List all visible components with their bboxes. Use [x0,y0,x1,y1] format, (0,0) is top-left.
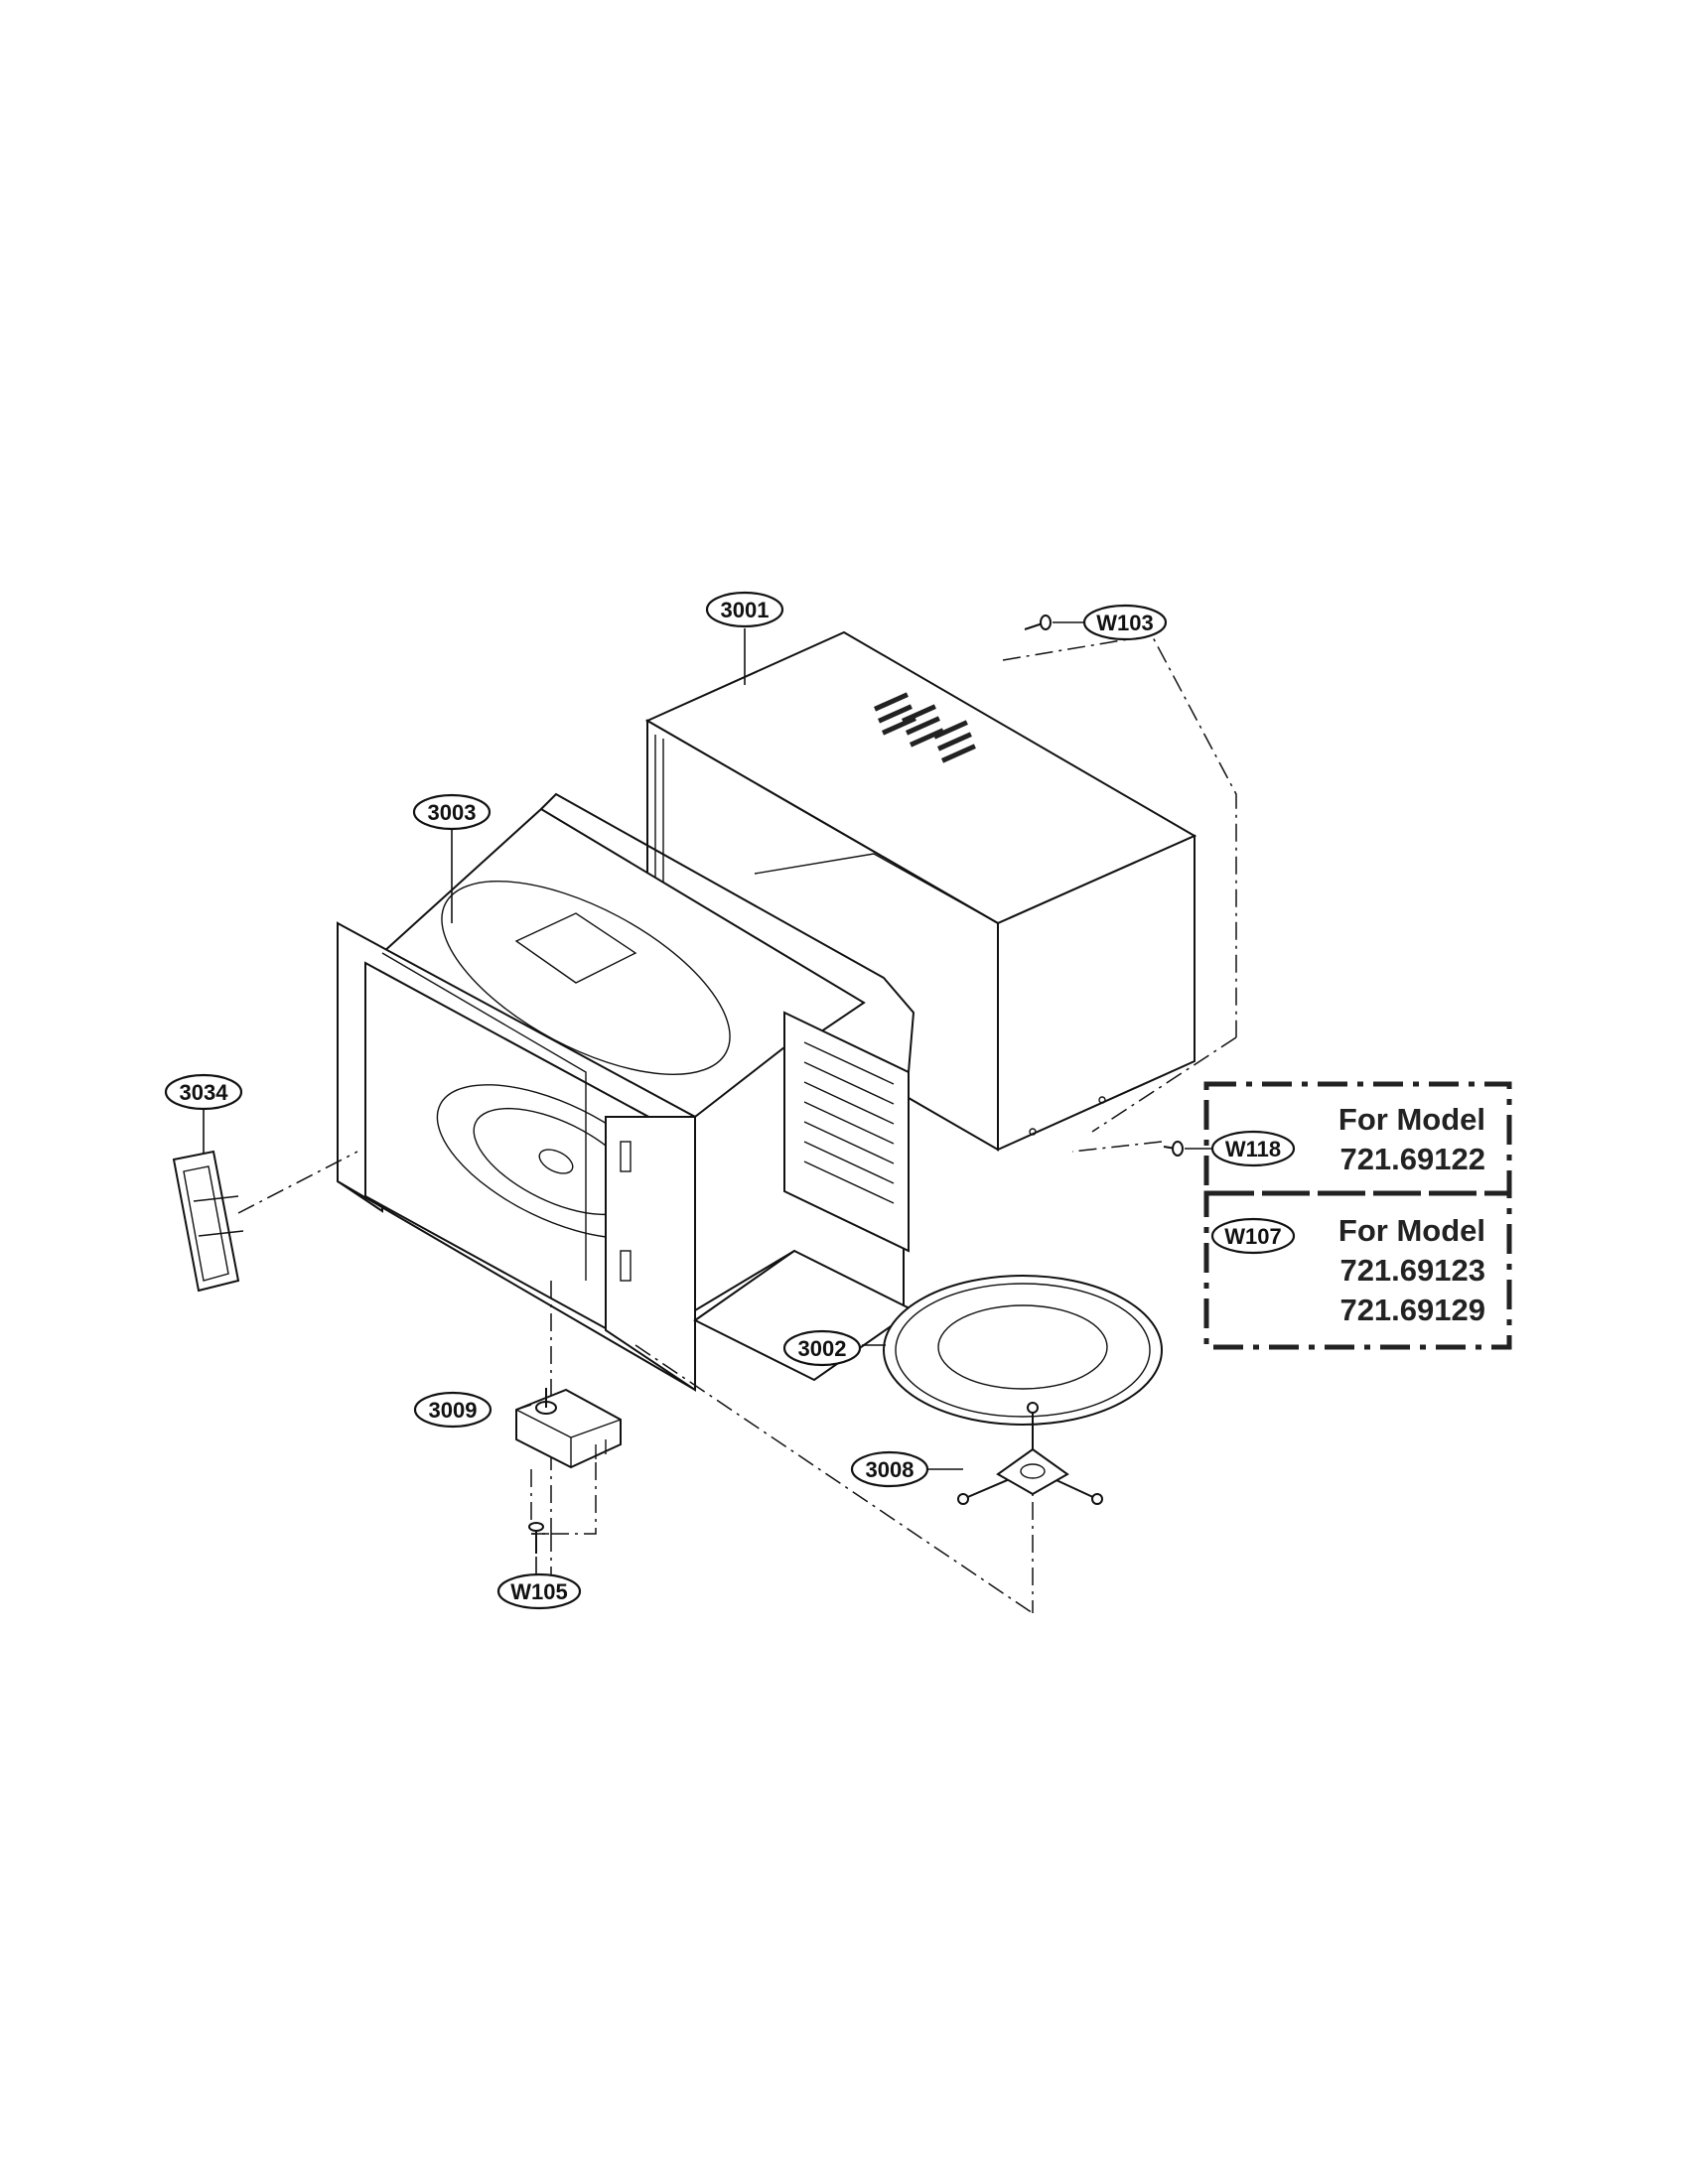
callout-3001: 3001 [705,591,784,628]
svg-text:W105: W105 [510,1579,567,1604]
screw-w105 [528,1522,544,1554]
callout-w105: W105 [496,1572,582,1610]
callout-w103: W103 [1082,604,1168,641]
svg-text:W107: W107 [1224,1224,1281,1249]
oven-cavity-3003 [337,792,915,1392]
model-box-2-model-1: 721.69123 [1339,1253,1485,1288]
svg-text:W103: W103 [1096,611,1153,635]
svg-text:3001: 3001 [721,598,770,622]
turntable-motor-3009 [515,1388,622,1469]
assembly-lines [237,634,1237,1614]
svg-text:3002: 3002 [798,1336,847,1361]
callout-w107: W107 [1210,1217,1296,1255]
glass-tray-3002 [883,1275,1163,1426]
svg-text:3034: 3034 [180,1080,229,1105]
model-box-1-heading: For Model [1338,1102,1485,1137]
svg-text:3003: 3003 [428,800,477,825]
svg-text:3009: 3009 [429,1398,478,1423]
model-box-2-heading: For Model [1338,1213,1485,1248]
callout-3009: 3009 [413,1391,492,1429]
perforation [803,1041,895,1204]
svg-text:3008: 3008 [866,1457,914,1482]
outer-cabinet-3001 [644,630,1197,1152]
roller-guide-3008 [957,1402,1103,1505]
model-box-2: For Model 721.69123 721.69129 [1203,1190,1512,1350]
callout-3002: 3002 [782,1329,862,1367]
svg-text:W118: W118 [1225,1137,1281,1161]
callout-w118: W118 [1210,1130,1296,1167]
callout-3008: 3008 [850,1450,929,1488]
callout-3003: 3003 [412,793,492,831]
leader-lines [203,621,1213,1574]
model-box-1-model-1: 721.69122 [1339,1142,1485,1176]
cabinet-vents [874,692,976,763]
cover-3034 [172,1150,244,1293]
model-box-2-model-2: 721.69129 [1339,1293,1485,1327]
screw-w118 [1163,1141,1184,1157]
callout-3034: 3034 [164,1073,243,1111]
screw-w103 [1024,614,1052,630]
